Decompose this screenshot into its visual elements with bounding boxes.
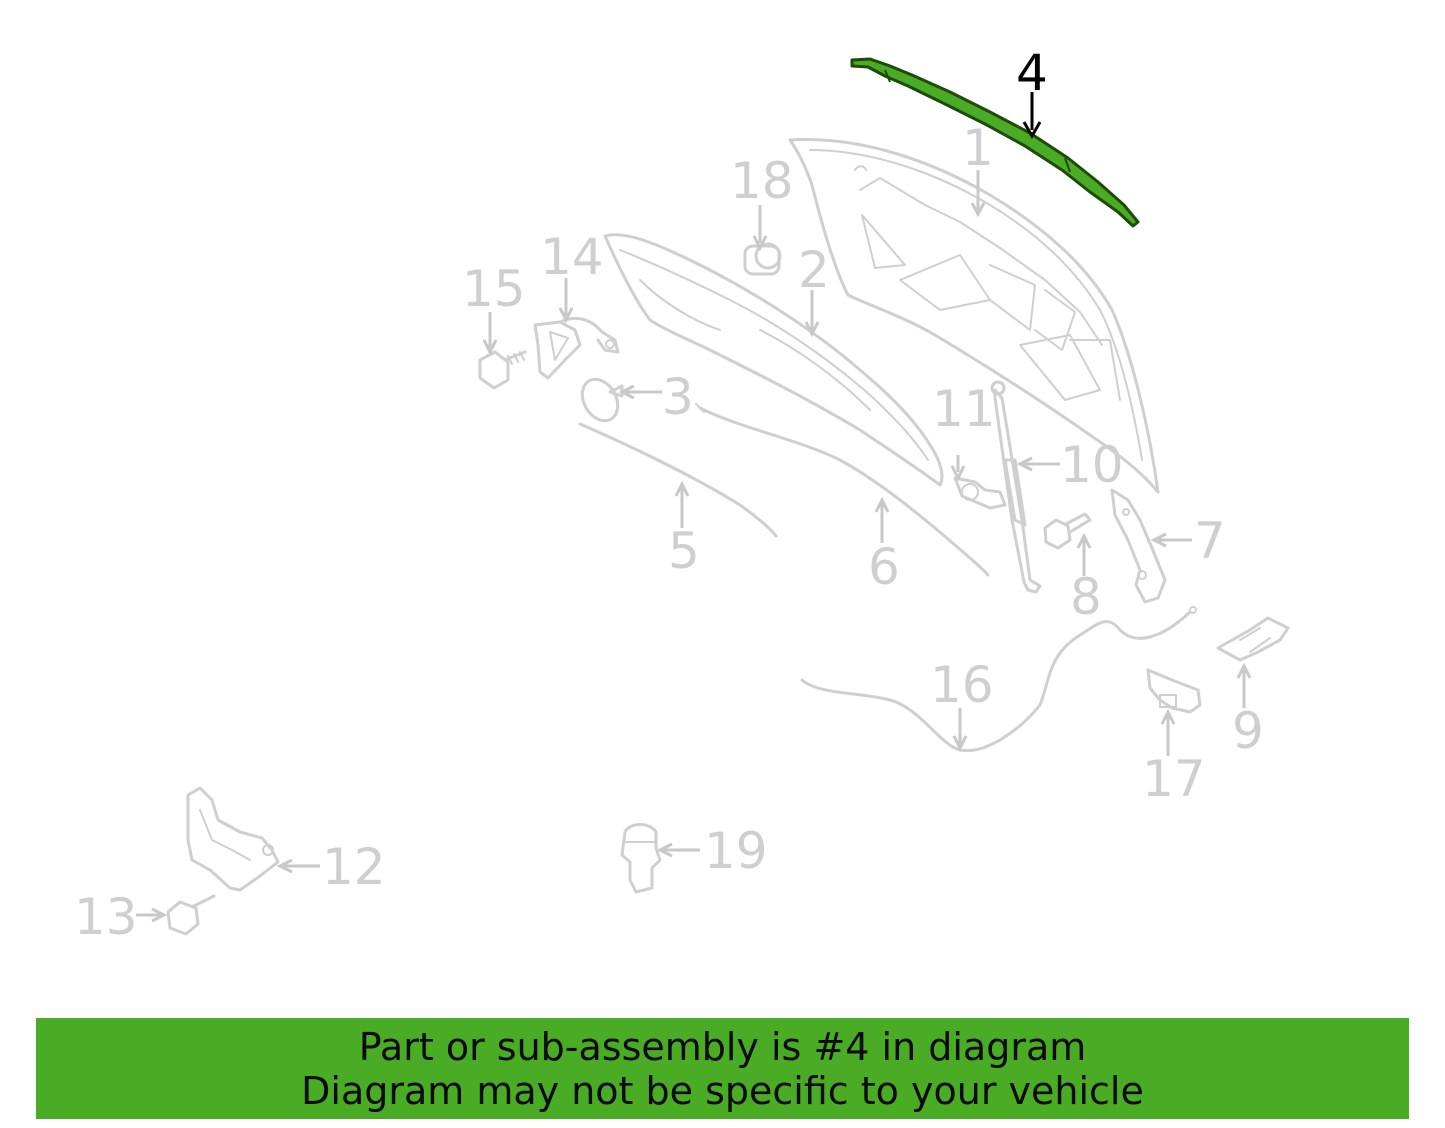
callouts: 4 1 18 2 14 15 3 11 10 7 5 6 8 16 9 17 1…: [74, 44, 1264, 946]
part-5-strip: [578, 422, 778, 538]
callout-18[interactable]: 18: [730, 152, 794, 210]
part-7-hinge: [1110, 488, 1167, 604]
part-9-plate: [1216, 616, 1290, 662]
callout-16[interactable]: 16: [930, 656, 994, 714]
callout-9[interactable]: 9: [1232, 702, 1264, 760]
part-15-bolt: [478, 350, 527, 390]
part-13-bolt: [166, 894, 216, 936]
callout-17[interactable]: 17: [1142, 750, 1206, 808]
callout-8[interactable]: 8: [1070, 568, 1102, 626]
part-1-hood: [788, 138, 1160, 494]
part-6-strip: [695, 403, 990, 577]
info-banner: Part or sub-assembly is #4 in diagram Di…: [36, 1018, 1409, 1119]
callout-1[interactable]: 1: [962, 119, 994, 177]
callout-13[interactable]: 13: [74, 888, 138, 946]
callout-10[interactable]: 10: [1060, 436, 1124, 494]
callout-15[interactable]: 15: [462, 260, 526, 318]
leader-lines: [136, 92, 1252, 923]
banner-line-2: Diagram may not be specific to your vehi…: [301, 1068, 1144, 1113]
part-16-cable: [800, 606, 1197, 753]
part-17-latch: [1146, 668, 1202, 714]
callout-12[interactable]: 12: [322, 838, 386, 896]
callout-3[interactable]: 3: [662, 368, 694, 426]
callout-5[interactable]: 5: [668, 522, 700, 580]
part-10-strut: [990, 380, 1042, 594]
part-8-bolt: [1043, 512, 1092, 550]
banner-line-1: Part or sub-assembly is #4 in diagram: [358, 1024, 1087, 1069]
callout-14[interactable]: 14: [540, 228, 604, 286]
part-2-insulator: [603, 233, 944, 487]
callout-4[interactable]: 4: [1016, 44, 1048, 102]
callout-2[interactable]: 2: [798, 241, 830, 299]
part-18-bumper: [743, 242, 782, 276]
part-4-hood-seal[interactable]: [850, 57, 1140, 228]
parts-diagram: 4 1 18 2 14 15 3 11 10 7 5 6 8 16 9 17 1…: [74, 44, 1290, 946]
part-19-clip: [620, 823, 662, 894]
callout-7[interactable]: 7: [1194, 512, 1226, 570]
part-12-hinge: [186, 786, 280, 892]
callout-6[interactable]: 6: [868, 538, 900, 596]
part-11-stud: [953, 476, 1007, 510]
callout-19[interactable]: 19: [704, 822, 768, 880]
callout-11[interactable]: 11: [932, 380, 996, 438]
part-14-bracket: [533, 316, 620, 380]
part-3-plug: [580, 377, 624, 423]
